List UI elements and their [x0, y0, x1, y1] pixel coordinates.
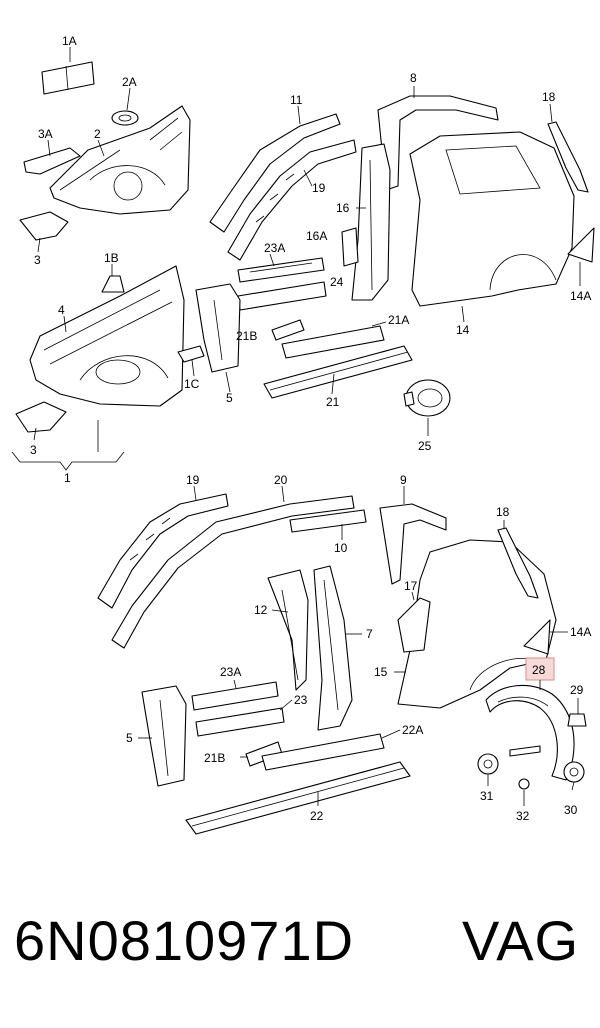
- part-5b: [141, 685, 187, 787]
- label-23A-b: 23A: [220, 665, 241, 679]
- part-14A-a: [567, 227, 595, 263]
- label-14A-a: 14A: [570, 289, 591, 303]
- part-1C: [177, 345, 205, 363]
- part-23: [195, 707, 285, 737]
- label-10: 10: [334, 541, 348, 555]
- label-25: 25: [418, 439, 432, 453]
- label-11: 11: [290, 93, 303, 107]
- part-2: [49, 105, 191, 215]
- label-1: 1: [64, 471, 71, 485]
- label-12: 12: [254, 603, 268, 617]
- part-31: [477, 753, 499, 775]
- part-16A: [341, 227, 359, 267]
- label-23: 23: [294, 693, 308, 707]
- part-23A-b: [191, 681, 279, 711]
- label-30: 30: [564, 803, 578, 817]
- label-20: 20: [274, 473, 288, 487]
- label-24: 24: [330, 275, 344, 289]
- part-5a: [195, 283, 241, 373]
- label-9: 9: [400, 473, 407, 487]
- label-18b: 18: [496, 505, 510, 519]
- label-8: 8: [410, 71, 417, 85]
- label-28: 28: [532, 663, 546, 677]
- label-14A-b: 14A: [570, 625, 591, 639]
- part-1A: [41, 61, 95, 95]
- label-31: 31: [480, 789, 494, 803]
- part-22A: [261, 733, 385, 771]
- part-19b: [97, 493, 229, 609]
- brand-name: VAG: [462, 909, 580, 972]
- part-32: [509, 745, 541, 790]
- label-3A: 3A: [38, 127, 53, 141]
- label-23A-a: 23A: [264, 241, 285, 255]
- label-1B: 1B: [104, 251, 119, 265]
- part-4: [29, 265, 185, 407]
- part-number: 6N0810971D: [14, 909, 355, 972]
- part-14: [409, 131, 575, 307]
- label-16A: 16A: [306, 229, 327, 243]
- parts-diagram: 1A 2A 3A 2 3 1B 4 1C 5 3 1 11 19 23A 24 …: [11, 34, 595, 835]
- label-2A: 2A: [122, 75, 137, 89]
- label-18a: 18: [542, 90, 556, 104]
- part-20: [111, 495, 355, 649]
- part-2A: [111, 110, 139, 126]
- part-18b: [497, 527, 539, 599]
- part-30: [563, 761, 585, 783]
- part-9: [379, 503, 447, 585]
- part-3b: [15, 401, 67, 433]
- label-2: 2: [94, 127, 101, 141]
- part-7: [313, 565, 353, 731]
- label-19a: 19: [312, 181, 326, 195]
- label-21B-b: 21B: [204, 751, 225, 765]
- label-32: 32: [516, 809, 530, 823]
- label-5b: 5: [126, 731, 133, 745]
- label-1C: 1C: [184, 377, 200, 391]
- part-10: [289, 509, 367, 533]
- part-25: [403, 379, 451, 417]
- label-14: 14: [456, 323, 470, 337]
- label-1A: 1A: [62, 34, 77, 48]
- label-15: 15: [374, 665, 388, 679]
- label-16: 16: [336, 201, 350, 215]
- label-19b: 19: [186, 473, 200, 487]
- label-3a: 3: [34, 253, 41, 267]
- part-22: [185, 761, 411, 835]
- label-29: 29: [570, 683, 584, 697]
- label-17: 17: [404, 579, 418, 593]
- part-11: [209, 113, 341, 233]
- part-19a: [227, 139, 357, 261]
- part-12: [267, 569, 309, 691]
- part-14A-b: [523, 619, 551, 655]
- part-1B: [101, 275, 125, 293]
- label-4: 4: [58, 303, 65, 317]
- part-23A-a: [237, 257, 325, 283]
- part-21: [263, 345, 413, 399]
- label-3b: 3: [30, 443, 37, 457]
- part-28: [485, 684, 575, 781]
- part-21B: [271, 319, 305, 341]
- part-3A: [23, 147, 81, 175]
- label-21A-a: 21A: [388, 313, 409, 327]
- part-18a: [547, 121, 589, 193]
- label-21B: 21B: [236, 329, 257, 343]
- part-24: [237, 281, 327, 311]
- label-22: 22: [310, 809, 324, 823]
- part-21A-a: [281, 325, 385, 359]
- part-16: [351, 143, 391, 301]
- part-29: [567, 713, 587, 727]
- label-7: 7: [366, 627, 373, 641]
- part-17: [397, 597, 431, 653]
- label-22A: 22A: [402, 723, 423, 737]
- label-21: 21: [326, 395, 340, 409]
- part-3a: [19, 211, 69, 241]
- label-5a: 5: [226, 391, 233, 405]
